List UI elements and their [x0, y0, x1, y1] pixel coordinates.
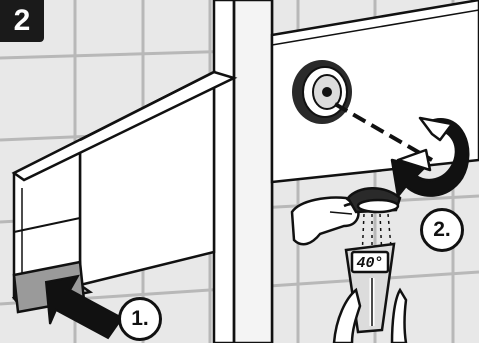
thermostat-knob-icon [292, 60, 352, 124]
callout-2: 2. [420, 208, 464, 252]
thermometer-readout: 40° [356, 255, 383, 272]
shower-head-icon [348, 188, 400, 212]
callout-1: 1. [118, 297, 162, 341]
step-number: 2 [0, 0, 44, 42]
step-badge: 2 [0, 0, 44, 42]
shower-rail [214, 0, 272, 343]
